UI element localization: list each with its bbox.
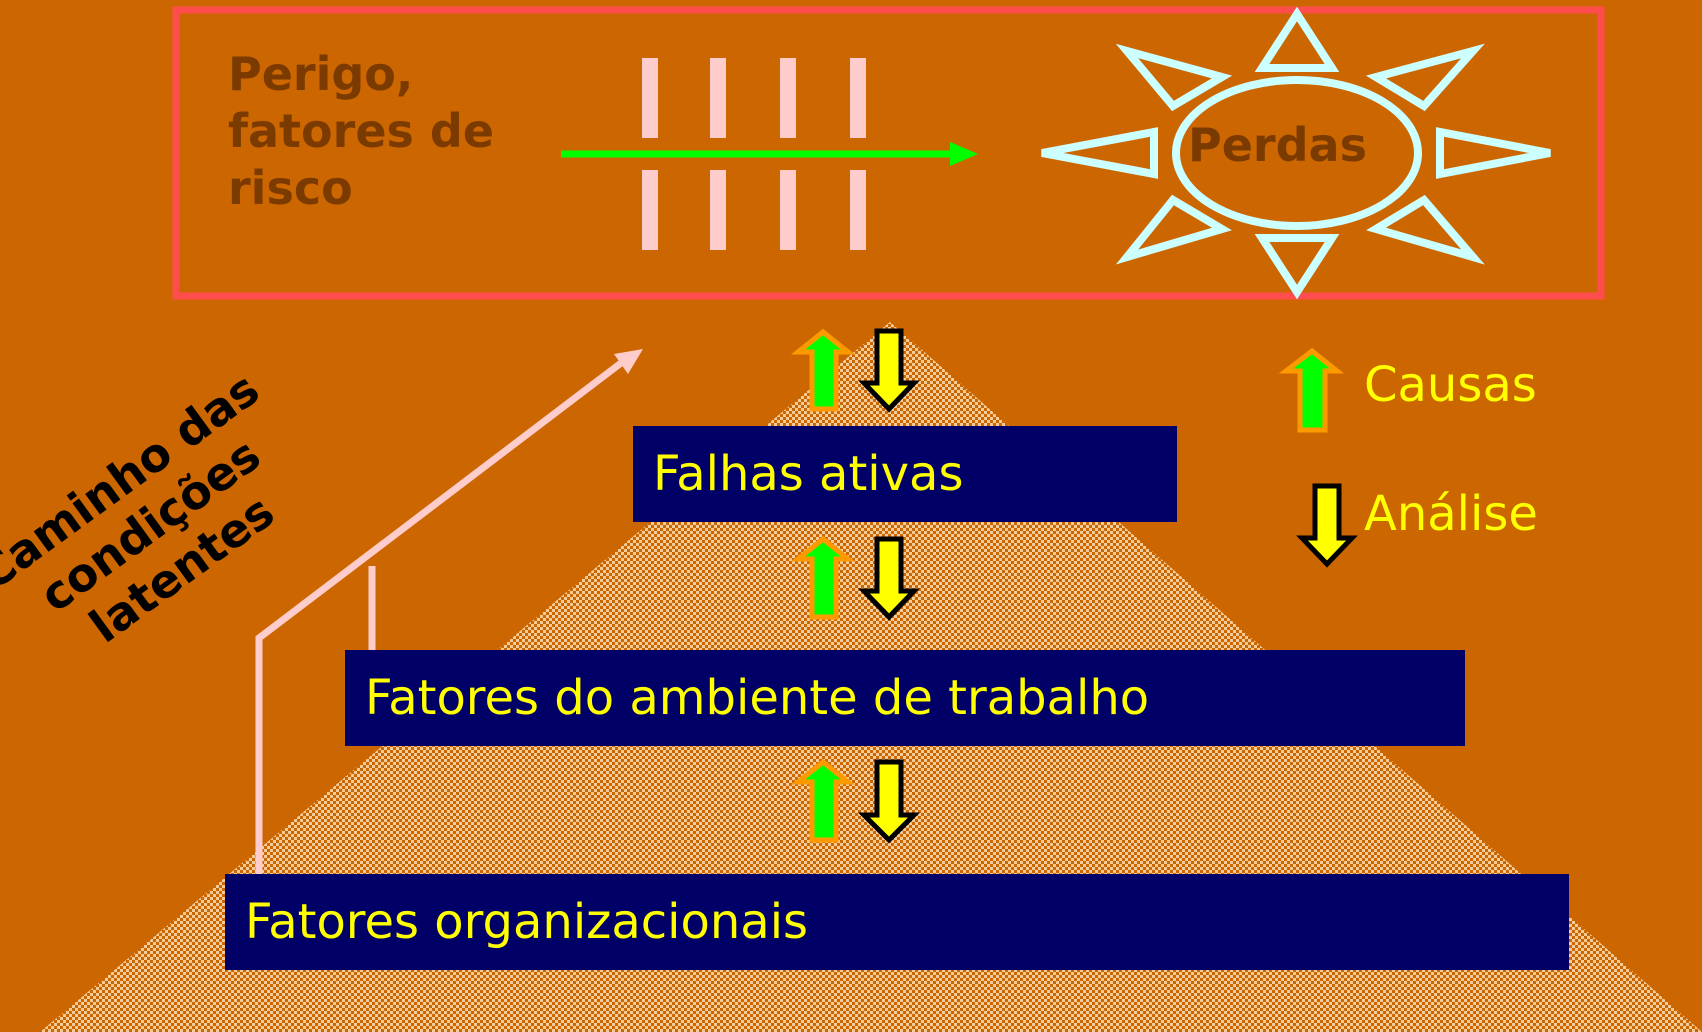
legend-causes-up-arrow-icon	[1278, 347, 1345, 433]
legend-analysis-label: Análise	[1364, 486, 1538, 542]
level-organizational: Fatores organizacionais	[225, 874, 1569, 970]
barrier-bottom-1	[642, 170, 658, 250]
barrier-top-2	[710, 58, 726, 138]
down-arrow-3	[857, 759, 921, 844]
level-active-failures-label: Falhas ativas	[653, 446, 964, 502]
hazard-trajectory-arrowhead	[950, 142, 978, 166]
barrier-top-3	[780, 58, 796, 138]
hazard-label: Perigo, fatores de risco	[228, 47, 495, 215]
barrier-bottom-4	[850, 170, 866, 250]
latent-conditions-path	[255, 357, 628, 876]
level-work-environment-label: Fatores do ambiente de trabalho	[365, 670, 1150, 726]
up-arrow-3	[790, 758, 856, 843]
level-organizational-label: Fatores organizacionais	[245, 894, 809, 950]
barriers	[642, 58, 866, 250]
loss-label: Perdas	[1188, 118, 1367, 172]
hazard-loss-box	[172, 6, 1605, 300]
down-arrow-2	[858, 536, 920, 621]
down-arrow-1	[858, 328, 920, 413]
level-work-environment: Fatores do ambiente de trabalho	[345, 650, 1465, 746]
legend-causes-label: Causas	[1364, 357, 1537, 413]
barrier-top-4	[850, 58, 866, 138]
latent-path-arrowhead	[614, 349, 643, 374]
barrier-bottom-3	[780, 170, 796, 250]
barrier-bottom-2	[710, 170, 726, 250]
legend-analysis-down-arrow-icon	[1296, 483, 1358, 568]
up-arrow-2	[790, 535, 856, 620]
barrier-top-1	[642, 58, 658, 138]
up-arrow-1	[790, 328, 856, 412]
level-active-failures: Falhas ativas	[633, 426, 1177, 522]
loss-sun-icon	[1041, 6, 1551, 300]
